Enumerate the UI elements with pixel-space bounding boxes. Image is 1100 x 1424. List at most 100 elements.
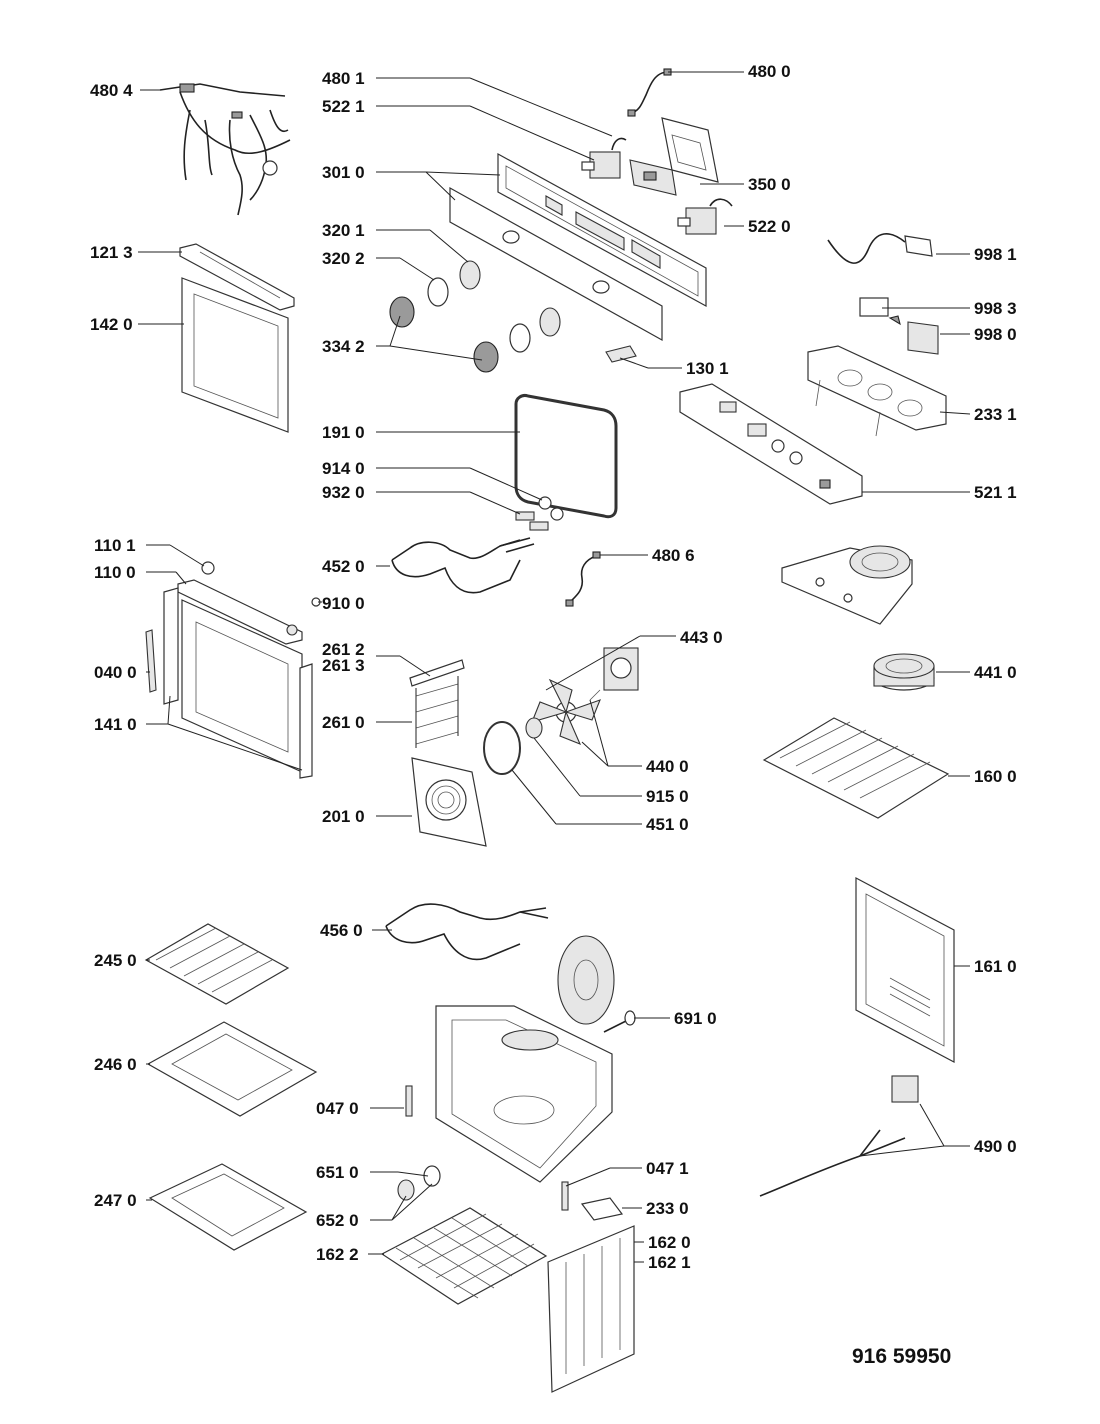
wire-4800 [627,68,672,117]
wire-rack-1622 [380,1207,548,1305]
callout-1621: 162 1 [648,1253,691,1272]
document-number: 916 59950 [852,1345,951,1368]
callout-1100: 110 0 [94,563,136,582]
back-panel-1610 [855,877,955,1063]
callout-9100: 910 0 [322,594,365,613]
callout-4560: 456 0 [320,921,363,940]
outer-door-glass-1420 [181,277,289,433]
shallow-tray-2470 [148,1163,308,1251]
callout-2612: 261 2 [322,640,365,659]
leader-lines [138,71,971,1263]
oven-rack-1600 [762,717,950,819]
ring-4510 [483,721,521,775]
callout-1213: 121 3 [90,243,133,262]
callout-2613: 261 3 [322,656,365,675]
deep-tray-2460 [146,1021,318,1117]
probe-0471 [561,1181,569,1211]
callout-3500: 350 0 [748,175,791,194]
callout-4520: 452 0 [322,557,365,576]
oven-cavity [435,1005,613,1183]
callout-1620: 162 0 [648,1233,691,1252]
callout-1420: 142 0 [90,315,133,334]
callout-9140: 914 0 [322,459,365,478]
callout-3010: 301 0 [322,163,365,182]
callout-3201: 320 1 [322,221,365,240]
selector-switch-5220 [677,198,733,235]
nut-9150 [525,717,543,739]
callout-4806: 480 6 [652,546,695,565]
door-top-trim-1213 [179,243,295,311]
callout-1600: 160 0 [974,767,1017,786]
callout-2331: 233 1 [974,405,1017,424]
label-9983 [859,297,901,326]
grid-tray-2450 [144,923,290,1005]
callout-9981: 998 1 [974,245,1017,264]
callout-2610: 261 0 [322,713,365,732]
hinge-0400 [145,629,157,693]
callout-5220: 522 0 [748,217,791,236]
box-9980 [907,321,939,355]
callout-9320: 932 0 [322,483,365,502]
lamp-parts-6510-6520 [397,1165,441,1201]
side-panel-1620-1621 [547,1225,635,1393]
callout-2470: 247 0 [94,1191,137,1210]
selector-switch-5221 [581,137,627,179]
part-1301 [605,345,637,363]
callout-0471: 047 1 [646,1159,689,1178]
callout-labels: 480 4 480 1 522 1 480 0 301 0 350 0 320 … [90,62,1017,1368]
rear-panel-2010 [411,757,487,847]
callout-5221: 522 1 [322,97,365,116]
callout-4804: 480 4 [90,81,133,100]
callout-1410: 141 0 [94,715,137,734]
part-2330 [580,1197,624,1221]
callout-2460: 246 0 [94,1055,137,1074]
grill-element-4520 [391,537,535,594]
lower-element-4560 [385,903,549,961]
callout-9150: 915 0 [646,787,689,806]
callout-9983: 998 3 [974,299,1017,318]
callout-4430: 443 0 [680,628,723,647]
fan-blade-4400 [531,678,601,746]
callout-1910: 191 0 [322,423,365,442]
cable-9981 [827,233,933,264]
callout-6520: 652 0 [316,1211,359,1230]
callout-2010: 201 0 [322,807,365,826]
clips-9140-9320 [515,496,564,531]
convection-motor-4430 [589,647,639,701]
callout-4410: 441 0 [974,663,1017,682]
callout-1622: 162 2 [316,1245,359,1264]
callout-0470: 047 0 [316,1099,359,1118]
callout-0400: 040 0 [94,663,137,682]
callout-3342: 334 2 [322,337,365,356]
bolt-6910 [603,1010,636,1033]
callout-1610: 161 0 [974,957,1017,976]
control-board-5211 [679,383,863,505]
fan-housing [781,545,913,625]
callout-1101: 110 1 [94,536,136,555]
callout-6510: 651 0 [316,1163,359,1182]
fan-motor-4410 [873,653,935,691]
callout-6910: 691 0 [674,1009,717,1028]
bracket-3500 [629,117,719,196]
callout-4510: 451 0 [646,815,689,834]
knobs-3201-3202-3342 [389,260,561,373]
bracket-2331 [807,345,947,437]
callout-2450: 245 0 [94,951,137,970]
round-plate [557,935,615,1025]
wiring-harness-4804 [159,83,291,216]
wire-4806 [565,551,601,607]
door-gasket-1910 [514,394,618,519]
callout-4801: 480 1 [322,69,365,88]
power-cable-4900 [759,1075,919,1197]
callout-4800: 480 0 [748,62,791,81]
sensor-0470 [405,1085,413,1117]
callout-2330: 233 0 [646,1199,689,1218]
callout-4400: 440 0 [646,757,689,776]
callout-3202: 320 2 [322,249,365,268]
callout-1301: 130 1 [686,359,729,378]
callout-5211: 521 1 [974,483,1017,502]
control-panel-3010 [449,152,707,342]
side-racks-2610-2612-2613 [409,659,465,748]
callout-4900: 490 0 [974,1137,1017,1156]
